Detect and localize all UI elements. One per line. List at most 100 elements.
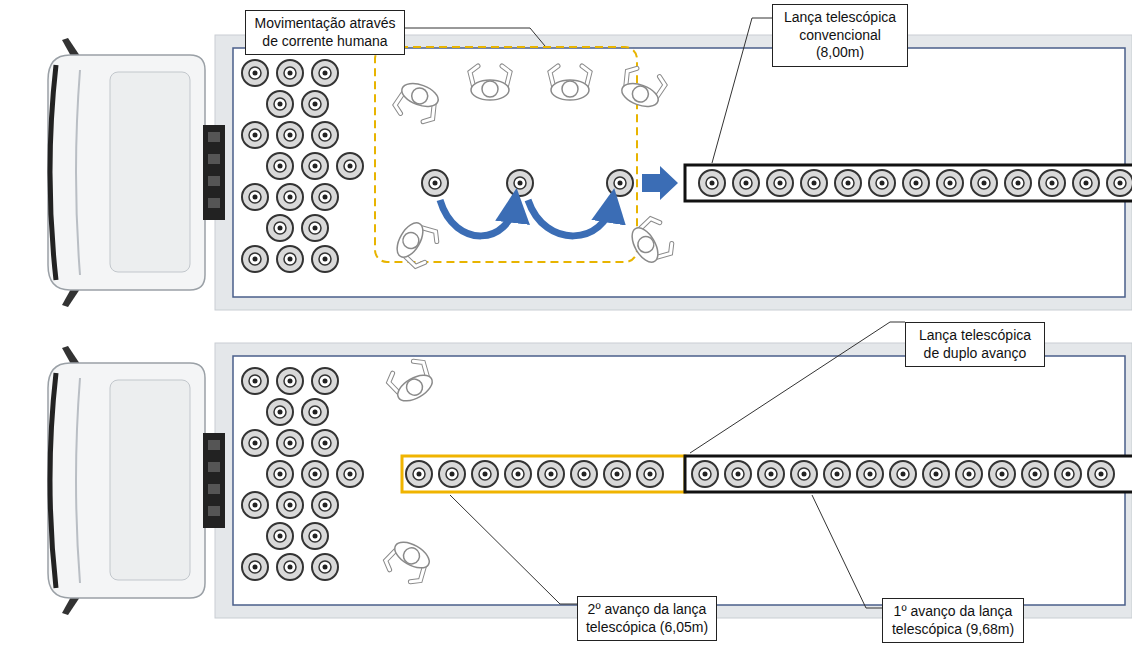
roll <box>312 554 338 580</box>
roll <box>302 523 328 549</box>
roll-core <box>732 468 744 480</box>
roll-outer <box>507 170 533 196</box>
roll-core <box>284 253 296 265</box>
roll-hole <box>253 257 258 262</box>
roll <box>406 461 432 487</box>
truck <box>48 343 1132 618</box>
worker-shoulders <box>392 219 428 262</box>
roll-hole <box>618 181 623 186</box>
roll-outer <box>791 461 817 487</box>
roll <box>733 170 759 196</box>
roll-core <box>740 177 752 189</box>
roll-core <box>545 468 557 480</box>
roll <box>267 523 293 549</box>
roll-core <box>798 468 810 480</box>
roll-outer <box>1088 461 1114 487</box>
roll <box>505 461 531 487</box>
leader-line <box>712 18 772 163</box>
callout-box: 2º avanço da lança telescópica (6,05m) <box>577 596 717 641</box>
roll-outer <box>1107 170 1132 196</box>
roll-hole <box>802 472 807 477</box>
roll-outer <box>302 399 328 425</box>
roll <box>302 399 328 425</box>
roll <box>571 461 597 487</box>
roll-core <box>319 437 331 449</box>
roll-outer <box>277 492 303 518</box>
roll-core <box>284 437 296 449</box>
coupling-rib <box>208 440 220 450</box>
roll-outer <box>835 170 861 196</box>
leader-line <box>690 322 905 453</box>
coupling-rib <box>208 484 220 494</box>
roll-core <box>274 468 286 480</box>
roll <box>1088 461 1114 487</box>
roll-core <box>1062 468 1074 480</box>
roll <box>337 461 363 487</box>
roll-core <box>808 177 820 189</box>
roll-outer <box>422 170 448 196</box>
roll-hole <box>288 441 293 446</box>
roll-core <box>944 177 956 189</box>
roll-core <box>611 468 623 480</box>
roll <box>538 461 564 487</box>
roll-hole <box>313 534 318 539</box>
roll <box>725 461 751 487</box>
roll-core <box>1114 177 1126 189</box>
roll-outer <box>312 368 338 394</box>
roll <box>767 170 793 196</box>
extras <box>375 18 1132 608</box>
roll-core <box>1095 468 1107 480</box>
roll <box>507 170 533 196</box>
roll <box>277 492 303 518</box>
roll-hole <box>703 472 708 477</box>
coupling-rib <box>208 198 220 208</box>
roll-hole <box>1033 472 1038 477</box>
worker-head <box>400 230 422 252</box>
roll-outer <box>1055 461 1081 487</box>
roll-outer <box>312 122 338 148</box>
roll-hole <box>812 181 817 186</box>
roll-core <box>344 468 356 480</box>
worker-head <box>404 376 426 398</box>
leader-line <box>450 495 577 604</box>
roll-outer <box>302 91 328 117</box>
roll-hole <box>516 472 521 477</box>
roll-outer <box>699 170 725 196</box>
roll-hole <box>253 133 258 138</box>
roll-hole <box>253 195 258 200</box>
roll <box>277 122 303 148</box>
roll-hole <box>948 181 953 186</box>
roll-core <box>910 177 922 189</box>
roll-outer <box>337 461 363 487</box>
roll-core <box>319 253 331 265</box>
roll-core <box>864 468 876 480</box>
work-zone <box>375 47 637 262</box>
cab-roof <box>110 72 190 272</box>
roll-core <box>319 67 331 79</box>
roll-outer <box>267 461 293 487</box>
roll-hole <box>288 133 293 138</box>
roll <box>302 153 328 179</box>
roll-core <box>644 468 656 480</box>
roll-core <box>876 177 888 189</box>
roll-outer <box>267 215 293 241</box>
roll-outer <box>439 461 465 487</box>
roll-hole <box>901 472 906 477</box>
roll-hole <box>313 410 318 415</box>
roll-core <box>309 222 321 234</box>
roll-hole <box>880 181 885 186</box>
worker-head <box>635 234 657 256</box>
roll-core <box>319 191 331 203</box>
callout-box: Movimentação através de corrente humana <box>245 10 405 55</box>
roll-hole <box>323 503 328 508</box>
roll <box>1022 461 1048 487</box>
roll-hole <box>253 441 258 446</box>
roll-core <box>614 177 626 189</box>
roll <box>242 430 268 456</box>
worker <box>626 216 675 268</box>
callout-text: Movimentação através de corrente humana <box>252 15 398 50</box>
feed-arrow <box>642 166 678 200</box>
roll-core <box>1080 177 1092 189</box>
roll <box>267 215 293 241</box>
roll <box>971 170 997 196</box>
